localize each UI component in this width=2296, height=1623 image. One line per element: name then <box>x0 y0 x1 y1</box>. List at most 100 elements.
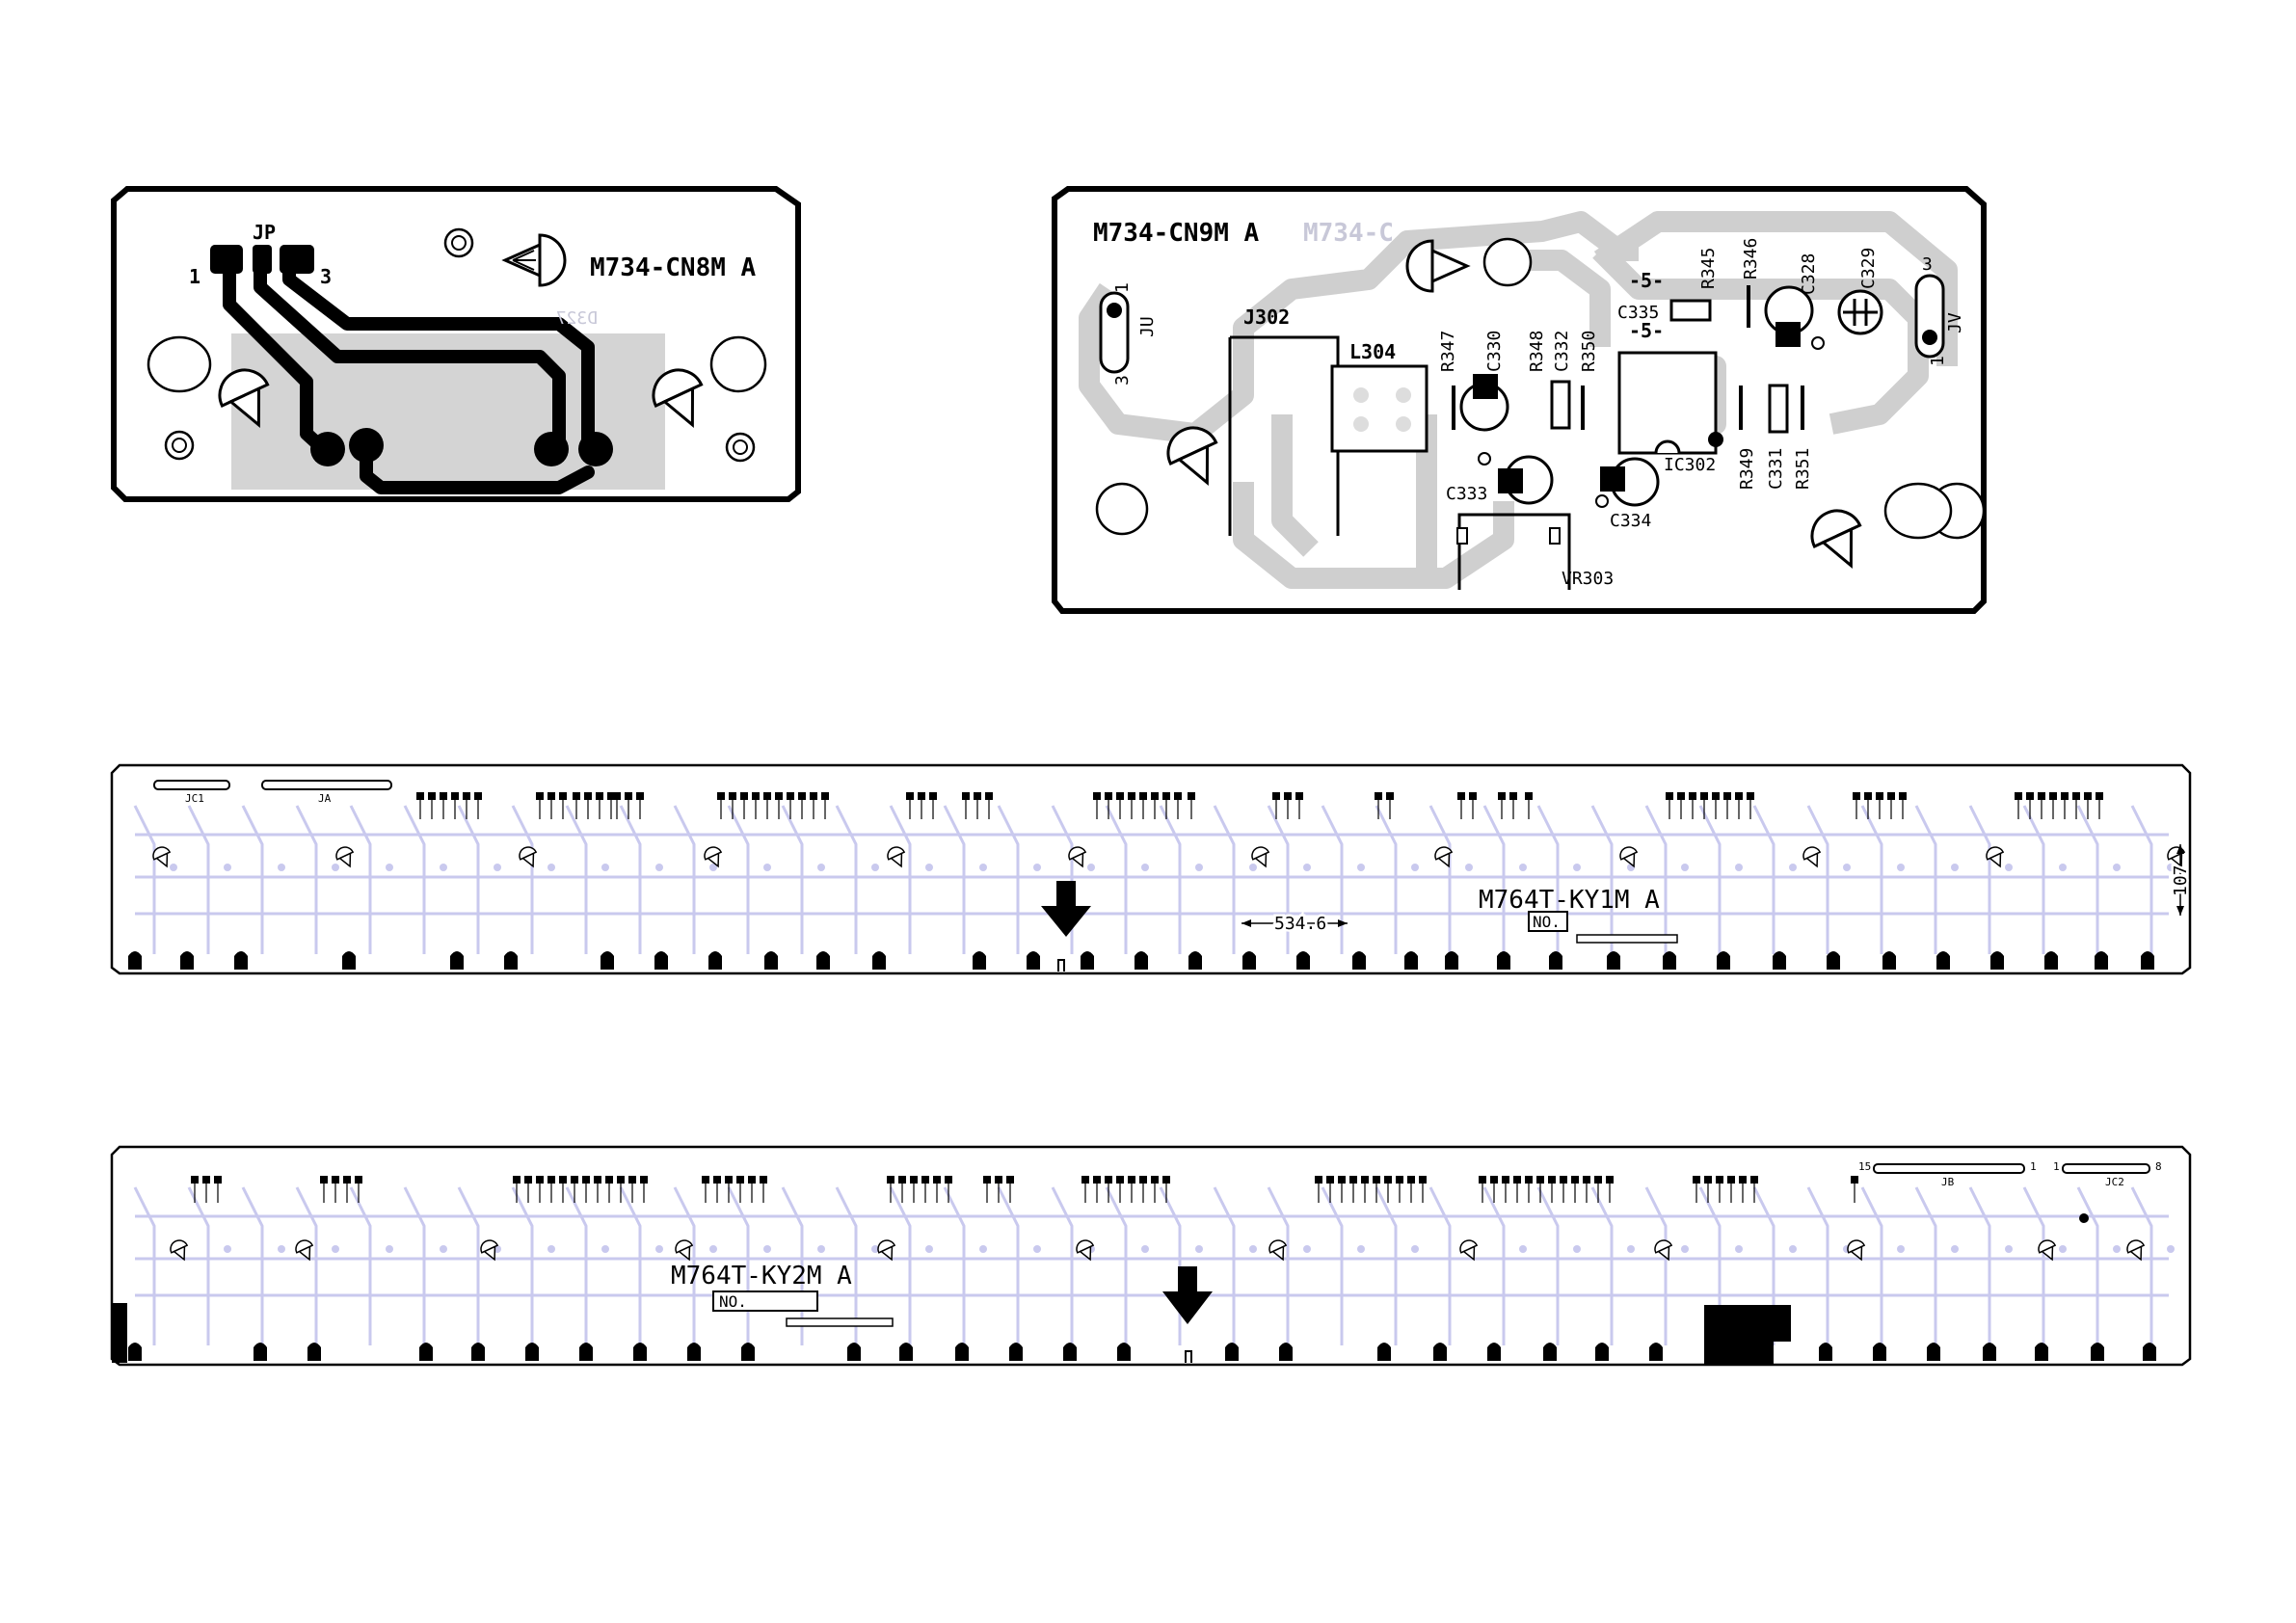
label-vr303: VR303 <box>1562 569 1614 589</box>
diode <box>1899 792 1907 800</box>
key-contact-pad <box>687 1343 701 1361</box>
key-contact-pad <box>1188 951 1202 970</box>
diode <box>596 792 603 800</box>
diode <box>332 1176 339 1184</box>
key-contact-pad <box>1936 951 1950 970</box>
diode <box>1151 792 1159 800</box>
diode <box>428 792 436 800</box>
key-contact-pad <box>1927 1343 1940 1361</box>
diode <box>1712 792 1720 800</box>
diode <box>929 792 937 800</box>
key-contact-pad <box>450 951 464 970</box>
diode <box>995 1176 1002 1184</box>
key-contact-pad <box>654 951 668 970</box>
diode <box>1693 1176 1700 1184</box>
diode <box>1723 792 1731 800</box>
label-r346: R346 <box>1741 238 1761 279</box>
dimension-width: 534.6 <box>1274 914 1326 934</box>
diode <box>887 1176 894 1184</box>
jb-label: JB <box>1941 1176 1955 1188</box>
diode <box>1338 1176 1346 1184</box>
diode <box>752 792 760 800</box>
diode <box>416 792 424 800</box>
label-r350: R350 <box>1579 331 1599 372</box>
key-contact-pad <box>1497 951 1510 970</box>
key-contact-pad <box>180 951 194 970</box>
diode <box>787 792 794 800</box>
diode <box>640 1176 648 1184</box>
diode <box>798 792 806 800</box>
diode <box>736 1176 744 1184</box>
diode <box>1105 792 1112 800</box>
jp-pad-2 <box>253 245 272 274</box>
key-contact-pad <box>1819 1343 1832 1361</box>
key-contact-pad <box>2141 951 2154 970</box>
key-contact-pad <box>1663 951 1676 970</box>
key-contact-pad <box>128 1343 142 1361</box>
board-name-cn9m-ghost: M734-C <box>1303 219 1394 248</box>
diode <box>1700 792 1708 800</box>
key-contact-pad <box>1117 1343 1131 1361</box>
key-contact-pad <box>504 951 518 970</box>
board-name-cn8m: M734-CN8M A <box>590 253 757 282</box>
jp-pad-1 <box>210 245 243 274</box>
jp-pad-3 <box>280 245 314 274</box>
diode <box>513 1176 521 1184</box>
label-jv: JV <box>1945 312 1965 333</box>
diode <box>1498 792 1506 800</box>
diode <box>1386 792 1394 800</box>
key-contact-pad <box>1279 1343 1293 1361</box>
diode <box>983 1176 991 1184</box>
diode <box>1887 792 1895 800</box>
diode <box>1666 792 1673 800</box>
diode <box>625 792 632 800</box>
jc2-connector <box>2063 1164 2149 1173</box>
diode <box>1139 1176 1147 1184</box>
diode <box>1006 1176 1014 1184</box>
diode <box>1739 1176 1747 1184</box>
key-contact-pad <box>2143 1343 2156 1361</box>
diode <box>1361 1176 1369 1184</box>
diode <box>617 1176 625 1184</box>
diode <box>1536 1176 1544 1184</box>
diode <box>536 792 544 800</box>
label-c334: C334 <box>1610 511 1651 531</box>
diode <box>2038 792 2045 800</box>
diode <box>1571 1176 1579 1184</box>
key-contact-pad <box>872 951 886 970</box>
diode <box>1128 792 1135 800</box>
label-r348: R348 <box>1527 331 1547 372</box>
diode <box>1396 1176 1403 1184</box>
diode <box>1502 1176 1509 1184</box>
key-contact-pad <box>2091 1343 2104 1361</box>
diode <box>1272 792 1280 800</box>
jv-pin-top: 3 <box>1922 254 1933 275</box>
key-contact-pad <box>1649 1343 1663 1361</box>
diode <box>202 1176 210 1184</box>
label-c335: C335 <box>1617 303 1659 323</box>
mounting-hole <box>148 337 210 391</box>
diode <box>1419 1176 1427 1184</box>
diode <box>1151 1176 1159 1184</box>
diode <box>729 792 736 800</box>
jv-pin-bottom: 1 <box>1928 356 1948 366</box>
key-contact-pad <box>307 1343 321 1361</box>
key-contact-pad <box>1773 951 1786 970</box>
diode <box>898 1176 906 1184</box>
dimension-height: 107 <box>2171 865 2191 896</box>
key-contact-pad <box>419 1343 433 1361</box>
key-contact-pad <box>899 1343 913 1361</box>
key-contact-pad <box>1717 951 1730 970</box>
l304-outline <box>1332 366 1427 451</box>
diode <box>1583 1176 1590 1184</box>
diode <box>763 792 771 800</box>
key-contact-pad <box>234 951 248 970</box>
diode <box>1093 792 1101 800</box>
ja-label: JA <box>318 792 332 805</box>
diode <box>343 1176 351 1184</box>
board-cn9m: -5- -5- <box>1055 189 1984 611</box>
diode <box>906 792 914 800</box>
label-l304: L304 <box>1349 340 1396 363</box>
diode <box>1105 1176 1112 1184</box>
key-contact-pad <box>1873 1343 1886 1361</box>
